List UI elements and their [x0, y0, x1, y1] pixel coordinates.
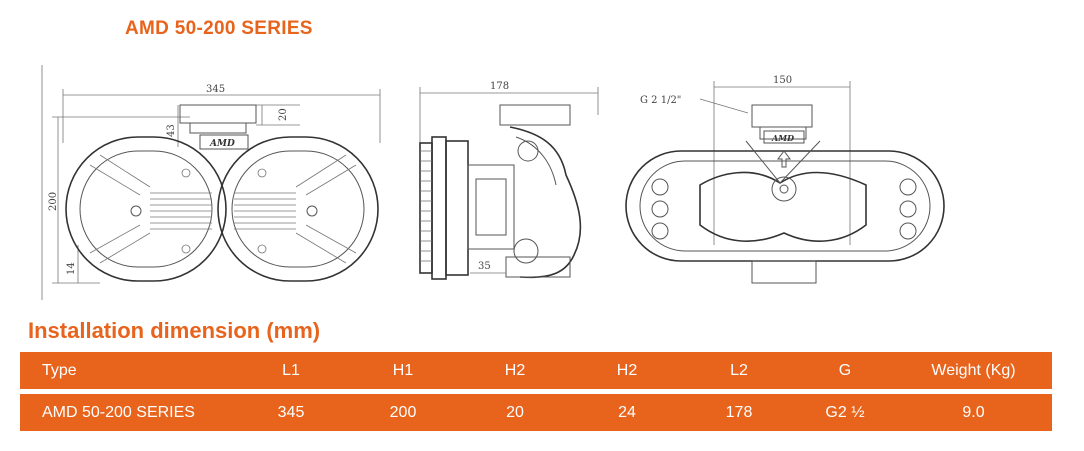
header-h2-second: H2	[616, 361, 638, 379]
cell-h2: 20	[506, 403, 524, 421]
cell-type: AMD 50-200 SERIES	[42, 403, 195, 421]
dim-345-label: 345	[206, 84, 225, 95]
brand-mark: AMD	[209, 139, 235, 149]
cell-l2: 178	[725, 403, 753, 421]
table-row: AMD 50-200 SERIES 345 200 20 24 178 G2 ½…	[20, 394, 1052, 431]
header-h1: H1	[392, 361, 414, 379]
dim-14-label: 14	[66, 262, 77, 275]
section-title: Installation dimension (mm)	[28, 318, 321, 343]
dim-43-label: 43	[166, 124, 177, 137]
side-view-drawing: 178 35	[419, 81, 599, 280]
cell-h1: 200	[389, 403, 417, 421]
technical-drawings: 345 200 14 43 20	[41, 65, 945, 300]
dim-20-label: 20	[278, 108, 289, 121]
dim-35-label: 35	[478, 261, 491, 272]
top-brand-mark: AMD	[771, 133, 794, 143]
header-h2: H2	[504, 361, 526, 379]
header-weight: Weight (Kg)	[931, 361, 1016, 379]
cell-l1: 345	[277, 403, 305, 421]
dim-150-label: 150	[773, 75, 792, 86]
thread-label: G 2 1/2"	[640, 95, 681, 106]
cell-h2-second: 24	[618, 403, 636, 421]
cell-weight: 9.0	[962, 403, 985, 421]
header-l1: L1	[282, 361, 300, 379]
spec-table-header: Type L1 H1 H2 H2 L2 G Weight (Kg)	[20, 352, 1052, 389]
header-type: Type	[42, 361, 77, 379]
series-title: AMD 50-200 SERIES	[125, 18, 313, 39]
header-l2: L2	[730, 361, 748, 379]
top-view-drawing: G 2 1/2" 150 AMD	[625, 75, 945, 284]
dim-178-label: 178	[490, 81, 509, 92]
header-g: G	[838, 361, 852, 379]
dim-200-label: 200	[48, 192, 59, 211]
front-view-drawing: 345 200 14 43 20	[41, 65, 381, 300]
cell-g: G2 ½	[825, 403, 865, 421]
